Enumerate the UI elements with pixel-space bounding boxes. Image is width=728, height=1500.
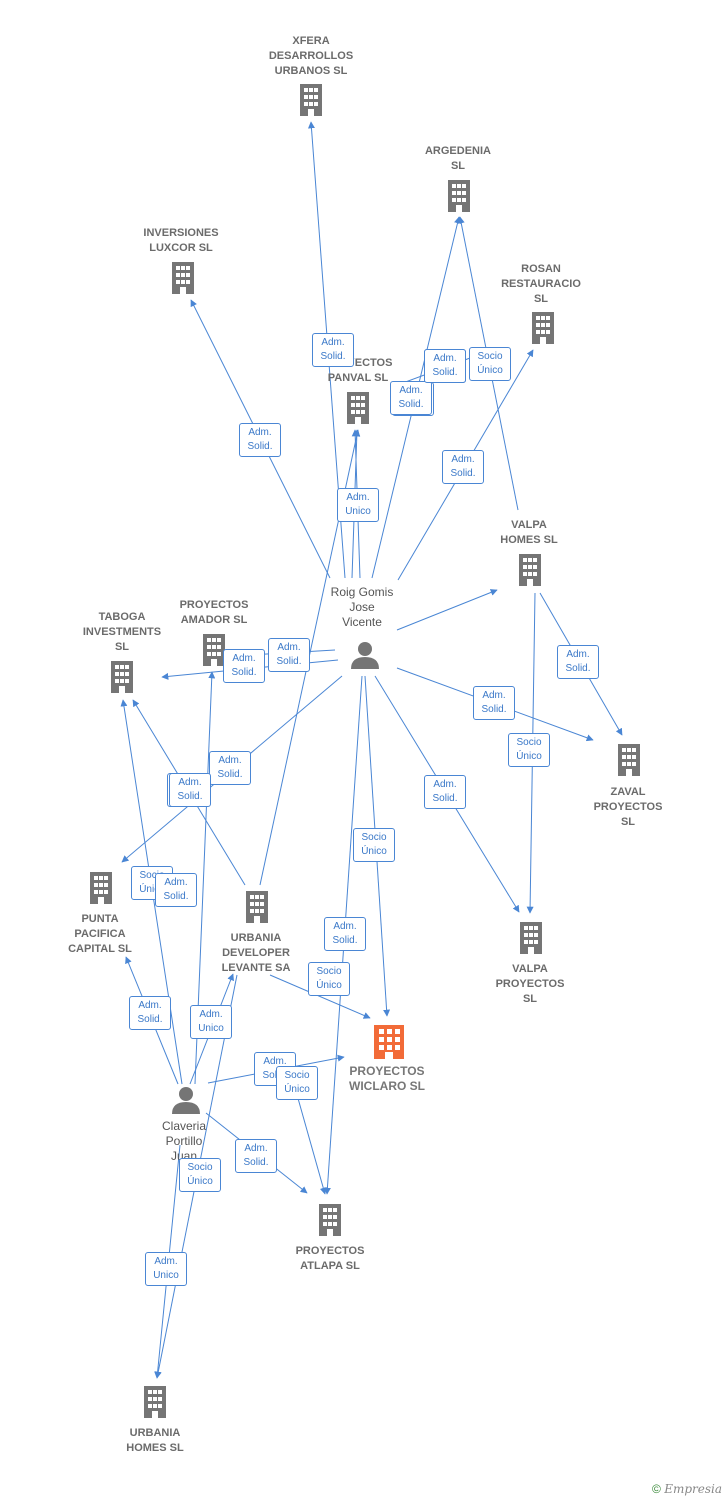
building-icon-urbania_dev[interactable] [246,891,268,923]
building-icon-rosan[interactable] [532,312,554,344]
edge-label-17[interactable]: Adm. Solid. [424,349,466,383]
node-label-claveria[interactable]: Claveria Portillo Juan [161,1119,206,1163]
node-label-urbania_homes[interactable]: URBANIA HOMES SL [126,1427,184,1454]
edge-label-23[interactable]: Adm. Unico [190,1005,232,1039]
copyright-notice: © Empresia [652,1482,722,1496]
node-label-punta[interactable]: PUNTA PACIFICA CAPITAL SL [68,913,132,955]
edge-label-16[interactable]: Adm. Solid. [390,381,432,415]
building-icon-taboga[interactable] [111,661,133,693]
edge-label-27[interactable]: Socio Único [179,1158,221,1192]
node-label-valpa_proy[interactable]: VALPA PROYECTOS SL [495,963,565,1005]
edge-label-8[interactable]: Adm. Solid. [223,649,265,683]
edge-label-10[interactable]: Adm. Solid. [424,775,466,809]
edge-label-11[interactable]: Socio Único [353,828,395,862]
brand-logo: Empresia [664,1482,722,1496]
edge-29 [269,974,371,1019]
building-icon-panval[interactable] [347,392,369,424]
node-label-xfera[interactable]: XFERA DESARROLLOS URBANOS SL [268,35,354,77]
node-label-rosan[interactable]: ROSAN RESTAURACIO SL [501,263,581,305]
edge-label-19[interactable]: Adm. Solid. [169,773,211,807]
node-label-taboga[interactable]: TABOGA INVESTMENTS SL [82,611,162,653]
edge-label-26[interactable]: Adm. Solid. [235,1139,277,1173]
edge-label-25[interactable]: Socio Único [276,1066,318,1100]
building-icon-amador[interactable] [203,634,225,666]
node-label-valpa_homes[interactable]: VALPA HOMES SL [500,519,558,546]
edge-label-1[interactable]: Adm. Solid. [312,333,354,367]
edge-label-0[interactable]: Adm. Solid. [239,423,281,457]
building-focus-icon-wiclaro[interactable] [374,1025,404,1059]
person-icon-claveria[interactable] [172,1087,200,1114]
building-icon-inversiones[interactable] [172,262,194,294]
edge-label-4[interactable]: Adm. Solid. [442,450,484,484]
building-icon-atlapa[interactable] [319,1204,341,1236]
node-label-atlapa[interactable]: PROYECTOS ATLAPA SL [295,1245,365,1272]
building-icon-urbania_homes[interactable] [144,1386,166,1418]
node-label-inversiones[interactable]: INVERSIONES LUXCOR SL [143,227,219,254]
edge-label-9[interactable]: Adm. Solid. [473,686,515,720]
building-icon-xfera[interactable] [300,84,322,116]
edge-label-15[interactable]: Socio Único [508,733,550,767]
edge-label-6[interactable]: Adm. Unico [337,488,379,522]
edge-label-29[interactable]: Socio Único [308,962,350,996]
building-icon-zaval[interactable] [618,744,640,776]
node-label-roig[interactable]: Roig Gomis Jose Vicente [330,585,394,629]
edge-label-14[interactable]: Adm. Solid. [557,645,599,679]
edge-label-7[interactable]: Adm. Solid. [268,638,310,672]
edge-label-12[interactable]: Adm. Solid. [324,917,366,951]
node-label-argedenia[interactable]: ARGEDENIA SL [424,145,491,172]
copyright-symbol: © [652,1482,661,1496]
node-label-urbania_dev[interactable]: URBANIA DEVELOPER LEVANTE SA [221,932,291,974]
building-icon-argedenia[interactable] [448,180,470,212]
building-icon-valpa_proy[interactable] [520,922,542,954]
node-label-amador[interactable]: PROYECTOS AMADOR SL [179,599,249,626]
person-icon-roig[interactable] [351,642,379,669]
node-label-wiclaro[interactable]: PROYECTOS WICLARO SL [349,1064,425,1093]
edge-label-28[interactable]: Adm. Unico [145,1252,187,1286]
node-label-zaval[interactable]: ZAVAL PROYECTOS SL [593,786,663,828]
edge-label-18[interactable]: Adm. Solid. [209,751,251,785]
building-icon-valpa_homes[interactable] [519,554,541,586]
building-icon-punta[interactable] [90,872,112,904]
edge-label-21[interactable]: Adm. Solid. [155,873,197,907]
edge-6 [396,589,498,631]
edge-label-22[interactable]: Adm. Solid. [129,996,171,1030]
edge-label-3[interactable]: Socio Único [469,347,511,381]
